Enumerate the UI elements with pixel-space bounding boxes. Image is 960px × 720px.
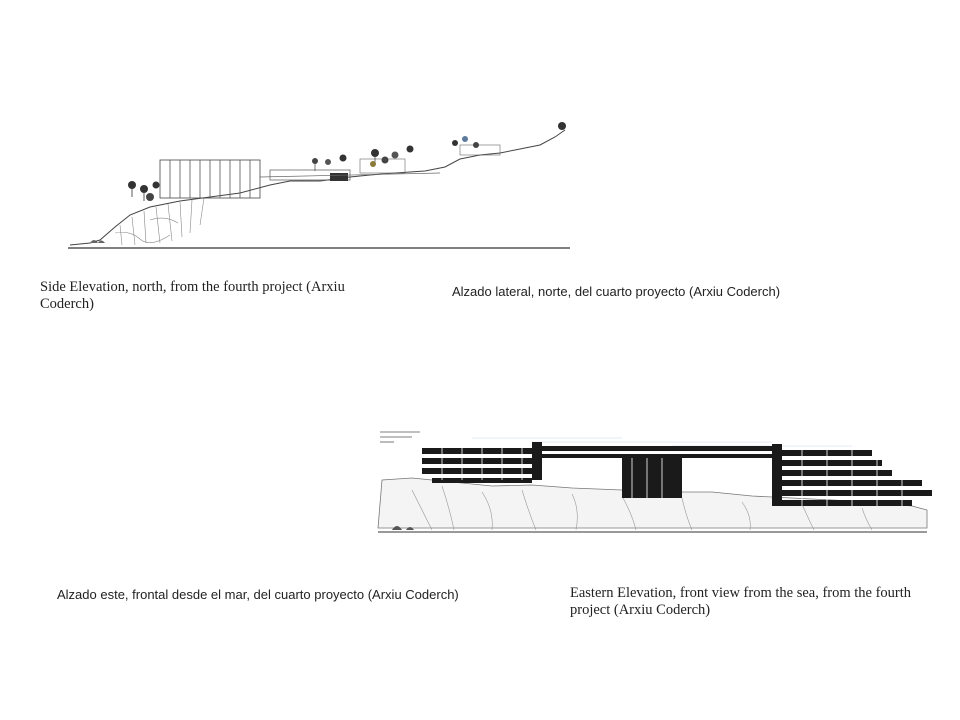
top-structure: [459, 144, 501, 156]
building-mass: [422, 442, 932, 506]
caption-east-elevation-es: Alzado este, frontal desde el mar, del c…: [57, 587, 459, 602]
cliff-hatching: [114, 197, 205, 246]
shore-rocks: [392, 526, 414, 530]
caption-side-elevation-es: Alzado lateral, norte, del cuarto proyec…: [452, 284, 781, 299]
title-block: [380, 431, 420, 443]
rocks: [90, 240, 105, 243]
building-mullions: [169, 160, 251, 198]
window-ticks: [441, 448, 903, 506]
east-elevation-drawing: [372, 420, 932, 540]
walkway-dark-block: [330, 173, 348, 181]
caption-side-elevation-en: Side Elevation, north, from the fourth p…: [40, 279, 345, 313]
terrace-line: [259, 172, 441, 178]
caption-east-elevation-en: Eastern Elevation, front view from the s…: [570, 585, 912, 619]
sky-hatching: [472, 437, 852, 447]
east-elevation-svg: [377, 431, 932, 533]
trees: [128, 122, 566, 201]
cliff-texture: [411, 485, 873, 531]
north-elevation-drawing: [60, 115, 580, 255]
north-elevation-svg: [68, 122, 570, 249]
